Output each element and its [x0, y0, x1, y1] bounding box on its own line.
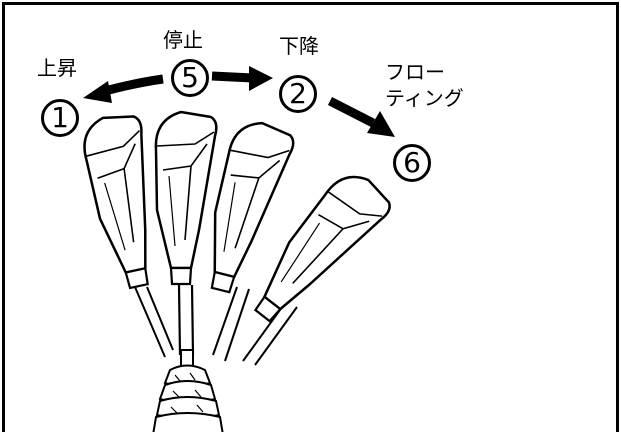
label-float-line2: ティング	[385, 86, 464, 110]
label-stop: 停止	[163, 28, 203, 52]
lever-stop	[154, 110, 218, 356]
lever-illustration	[77, 66, 398, 432]
label-lower: 下降	[279, 34, 319, 58]
arrow-to-float	[327, 96, 395, 137]
label-float-line1: フロー	[385, 60, 445, 84]
arrow-to-raise	[83, 74, 164, 103]
position-number-lower: 2	[279, 75, 317, 113]
arrow-to-lower	[211, 66, 273, 91]
label-raise: 上昇	[37, 56, 77, 80]
position-number-float: 6	[393, 144, 431, 182]
lever-lower	[194, 115, 298, 362]
position-number-raise: 1	[41, 99, 79, 137]
lever-boot	[152, 349, 224, 432]
lever-float	[241, 163, 398, 366]
lever-raise	[77, 109, 175, 358]
position-number-stop: 5	[171, 59, 209, 97]
